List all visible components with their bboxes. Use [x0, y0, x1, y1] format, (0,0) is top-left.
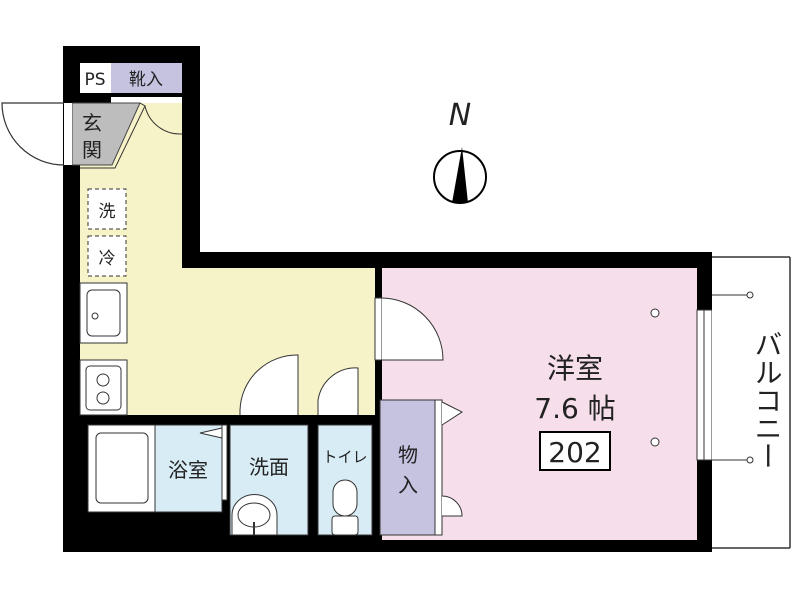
toilet-label: トイレ — [322, 448, 367, 466]
compass-icon — [433, 147, 487, 204]
balcony-label: バルコニー — [751, 330, 784, 470]
stove-icon — [79, 359, 128, 416]
unit-number: 202 — [548, 436, 601, 469]
shoe-storage — [111, 63, 182, 93]
entrance-label-1: 玄 — [82, 111, 102, 135]
fridge-space — [87, 235, 127, 277]
closet-door-icon — [441, 495, 463, 517]
bathroom-label: 浴室 — [168, 458, 208, 482]
unit-number-box — [539, 431, 611, 471]
balcony — [712, 255, 791, 550]
kitchen-sink-icon — [79, 282, 128, 344]
toilet-door-icon — [317, 367, 359, 415]
outlet-icon — [650, 437, 660, 447]
washer-space — [87, 188, 127, 230]
washroom-door-icon — [239, 354, 299, 415]
closet — [379, 399, 436, 536]
room-door-icon — [381, 297, 444, 361]
ps-label: PS — [84, 70, 105, 90]
western-room-label: 洋室 — [547, 352, 603, 385]
compass-north-label: N — [449, 98, 471, 133]
western-room-size: 7.6 帖 — [534, 392, 615, 425]
ps-box — [80, 63, 111, 93]
toilet-icon — [331, 479, 359, 536]
washbasin-icon — [231, 494, 278, 536]
bathroom — [154, 424, 223, 513]
entrance-label-2: 関 — [82, 138, 102, 162]
bath-door-icon — [199, 427, 223, 439]
inner-door-swing-icon — [144, 105, 183, 135]
washer-label: 洗 — [99, 202, 116, 222]
fridge-label: 冷 — [99, 249, 116, 269]
washroom-label: 洗面 — [249, 455, 289, 479]
closet-door-icon — [441, 401, 464, 426]
front-door-swing-icon — [1, 102, 65, 166]
outlet-icon — [650, 308, 660, 318]
shoe-storage-label: 靴入 — [129, 70, 163, 90]
closet-label-1: 物 — [398, 443, 418, 467]
closet-label-2: 入 — [398, 473, 418, 497]
